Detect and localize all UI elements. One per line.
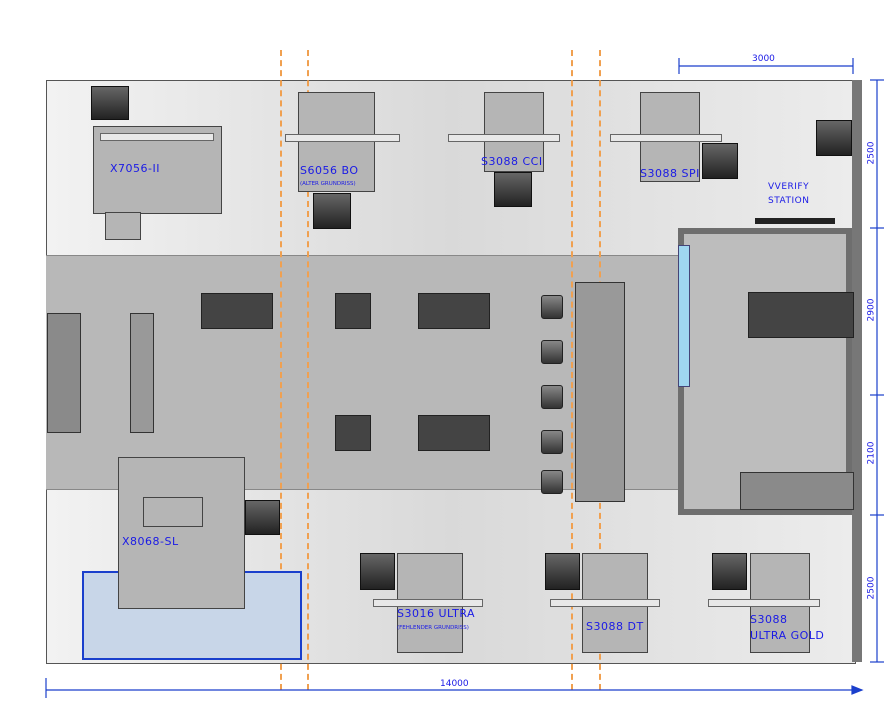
chair <box>541 470 563 494</box>
table <box>335 293 371 329</box>
dim-right-3: 2100 <box>866 441 877 465</box>
machine-label: X7056-II <box>110 162 160 175</box>
chair <box>541 295 563 319</box>
right-wall <box>852 80 862 662</box>
dim-bottom: 14000 <box>440 679 469 689</box>
table <box>201 293 273 329</box>
machine-label: S3088 SPI <box>640 167 700 180</box>
machine-x8068[interactable] <box>118 457 245 609</box>
machine-label: S3016 ULTRA <box>397 607 476 620</box>
machine-label: S6056 BO <box>300 164 359 177</box>
machine-s6056[interactable] <box>298 92 375 192</box>
dim-right-1: 2500 <box>866 141 877 165</box>
monitor <box>494 172 532 207</box>
monitor <box>545 553 580 590</box>
conveyor <box>373 599 483 607</box>
verify-station[interactable] <box>755 218 835 224</box>
monitor <box>702 143 738 179</box>
machine-note: (ALTER GRUNDRISS) <box>300 181 356 187</box>
cabinet <box>105 212 141 240</box>
chair <box>541 430 563 454</box>
machine-label: X8068-SL <box>122 535 179 548</box>
dim-right-2: 2900 <box>866 298 877 322</box>
machine-label: S3088 DT <box>586 620 644 633</box>
machine-label: S3088 CCI <box>481 155 543 168</box>
room-table <box>748 292 854 338</box>
conveyor <box>285 134 400 142</box>
conveyor <box>550 599 660 607</box>
dim-right-4: 2500 <box>866 576 877 600</box>
station-label-1: VVERIFY <box>768 182 810 192</box>
conveyor <box>448 134 560 142</box>
machine-label-2: ULTRA GOLD <box>750 629 825 642</box>
station-label-2: STATION <box>768 196 810 206</box>
machine-label: S3088 <box>750 613 788 626</box>
monitor <box>313 193 351 229</box>
monitor <box>712 553 747 590</box>
machine-s3088-cci[interactable] <box>484 92 544 172</box>
bench <box>130 313 154 433</box>
monitor <box>91 86 129 120</box>
guide-line <box>307 50 309 690</box>
table <box>816 120 852 156</box>
table <box>335 415 371 451</box>
sofa <box>47 313 81 433</box>
guide-line <box>571 50 573 690</box>
window <box>678 245 690 387</box>
module <box>143 497 203 527</box>
machine-note: (FEHLENDER GRUNDRISS) <box>397 625 469 631</box>
guide-line <box>280 50 282 690</box>
monitor <box>360 553 395 590</box>
table <box>418 293 490 329</box>
counter <box>575 282 625 502</box>
kitchen-counter <box>740 472 854 510</box>
dim-top: 3000 <box>752 54 775 64</box>
chair <box>541 385 563 409</box>
chair <box>541 340 563 364</box>
conveyor <box>708 599 820 607</box>
monitor <box>245 500 280 535</box>
table <box>418 415 490 451</box>
conveyor <box>100 133 214 141</box>
conveyor <box>610 134 722 142</box>
